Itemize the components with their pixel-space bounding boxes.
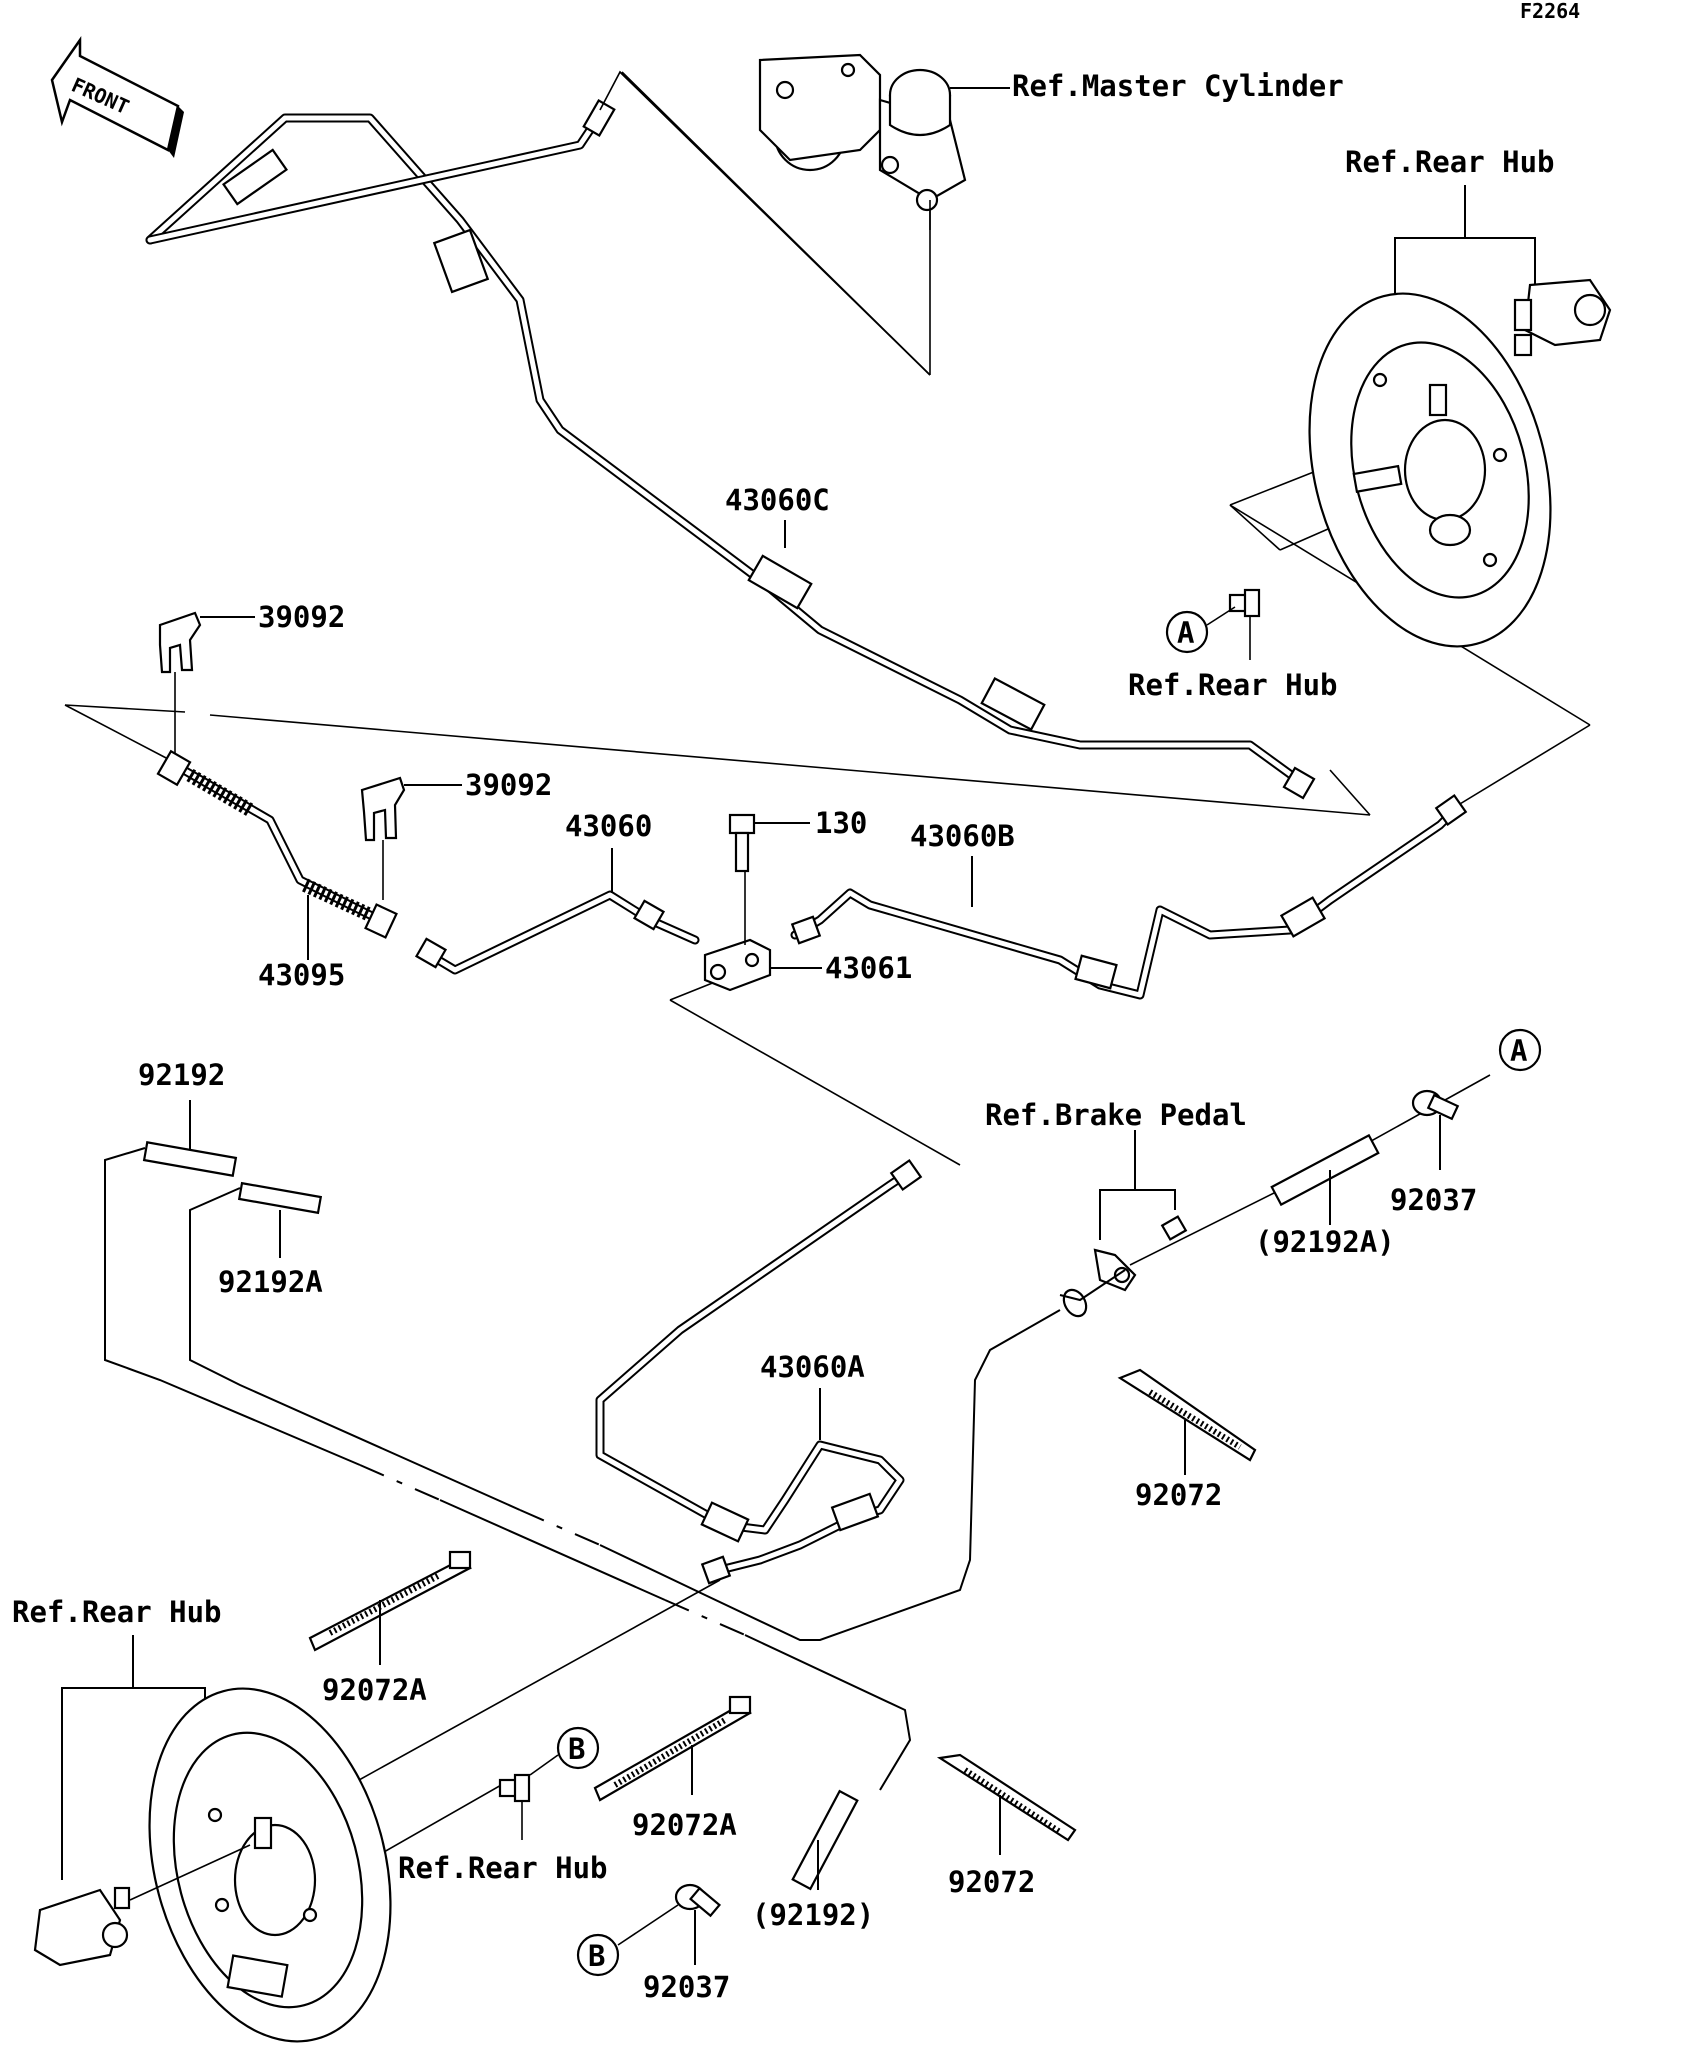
callout-b2: B bbox=[588, 1939, 605, 1973]
bolt-130-icon bbox=[728, 813, 756, 873]
rear-hub-bottom-icon bbox=[33, 1687, 392, 2043]
cable-tie-92072-bottom-icon bbox=[936, 1753, 1077, 1842]
ref-rear-hub-mid: Ref.Rear Hub bbox=[1128, 668, 1338, 702]
callout-b-top bbox=[556, 1726, 600, 1770]
sleeve-92192a-icon bbox=[1270, 1133, 1380, 1207]
cable-tie-92072a-mid-icon bbox=[593, 1695, 752, 1802]
ref-rear-hub-top: Ref.Rear Hub bbox=[1345, 145, 1555, 179]
brake-line-43060a bbox=[595, 1158, 923, 1585]
part-43060: 43060 bbox=[565, 809, 652, 843]
junction-block-43061-icon bbox=[703, 938, 772, 992]
part-43095: 43095 bbox=[258, 958, 345, 992]
part-92072-bottom: 92072 bbox=[948, 1865, 1035, 1899]
callout-a2: A bbox=[1510, 1034, 1527, 1068]
sleeve-92192-icon bbox=[142, 1141, 323, 1215]
clamp-92037-top-icon bbox=[1411, 1089, 1460, 1121]
part-92072a-mid: 92072A bbox=[632, 1808, 737, 1842]
clip-39092-top-icon bbox=[158, 611, 202, 674]
part-92037-bottom: 92037 bbox=[643, 1970, 730, 2004]
front-arrow-icon: FRONT bbox=[50, 36, 184, 158]
cable-tie-92072-top-icon bbox=[1117, 1368, 1257, 1462]
part-43060b: 43060B bbox=[910, 819, 1015, 853]
part-92192: 92192 bbox=[138, 1058, 225, 1092]
clip-39092-mid-icon bbox=[360, 776, 406, 842]
ref-master-cylinder: Ref.Master Cylinder bbox=[1012, 69, 1344, 103]
ref-rear-hub-bottom: Ref.Rear Hub bbox=[12, 1595, 222, 1629]
master-cylinder-icon bbox=[758, 53, 1010, 230]
clamp-92037-bottom-icon bbox=[674, 1883, 722, 1918]
part-43060c: 43060C bbox=[725, 483, 830, 517]
callout-b1: B bbox=[568, 1732, 585, 1766]
callout-b-bottom bbox=[576, 1933, 620, 1977]
brake-line-43060b bbox=[790, 793, 1468, 1000]
part-92037-top: 92037 bbox=[1390, 1183, 1477, 1217]
part-92072-top: 92072 bbox=[1135, 1478, 1222, 1512]
part-92192a: 92192A bbox=[218, 1265, 323, 1299]
callout-a-top bbox=[1165, 610, 1209, 654]
ref-brake-pedal: Ref.Brake Pedal bbox=[985, 1098, 1247, 1132]
brake-line-43060 bbox=[414, 890, 700, 975]
callout-a1: A bbox=[1177, 616, 1194, 650]
top-brake-line bbox=[145, 99, 1316, 800]
rear-hub-top-icon bbox=[1308, 278, 1612, 648]
part-39092-mid: 39092 bbox=[465, 768, 552, 802]
part-130: 130 bbox=[815, 806, 867, 840]
cable-tie-92072a-left-icon bbox=[308, 1550, 472, 1652]
figure-code: F2264 bbox=[1520, 0, 1580, 23]
bleeder-fitting-top-icon bbox=[1228, 588, 1261, 618]
ref-rear-hub-lower: Ref.Rear Hub bbox=[398, 1851, 608, 1885]
brake-pedal-bracket-icon bbox=[1059, 1215, 1188, 1318]
callout-a-bottom bbox=[1498, 1028, 1542, 1072]
part-92192a-paren: (92192A) bbox=[1255, 1225, 1395, 1259]
brake-hose-43095-icon bbox=[156, 749, 398, 939]
part-92192-paren: (92192) bbox=[752, 1898, 874, 1932]
bleeder-fitting-bottom-icon bbox=[498, 1773, 531, 1803]
part-92072a-left: 92072A bbox=[322, 1673, 427, 1707]
sleeve-92192-bottom-icon bbox=[791, 1789, 859, 1891]
part-39092-top: 39092 bbox=[258, 600, 345, 634]
explosion-lines bbox=[64, 70, 1591, 1861]
part-43061: 43061 bbox=[825, 951, 912, 985]
part-43060a: 43060A bbox=[760, 1350, 865, 1384]
